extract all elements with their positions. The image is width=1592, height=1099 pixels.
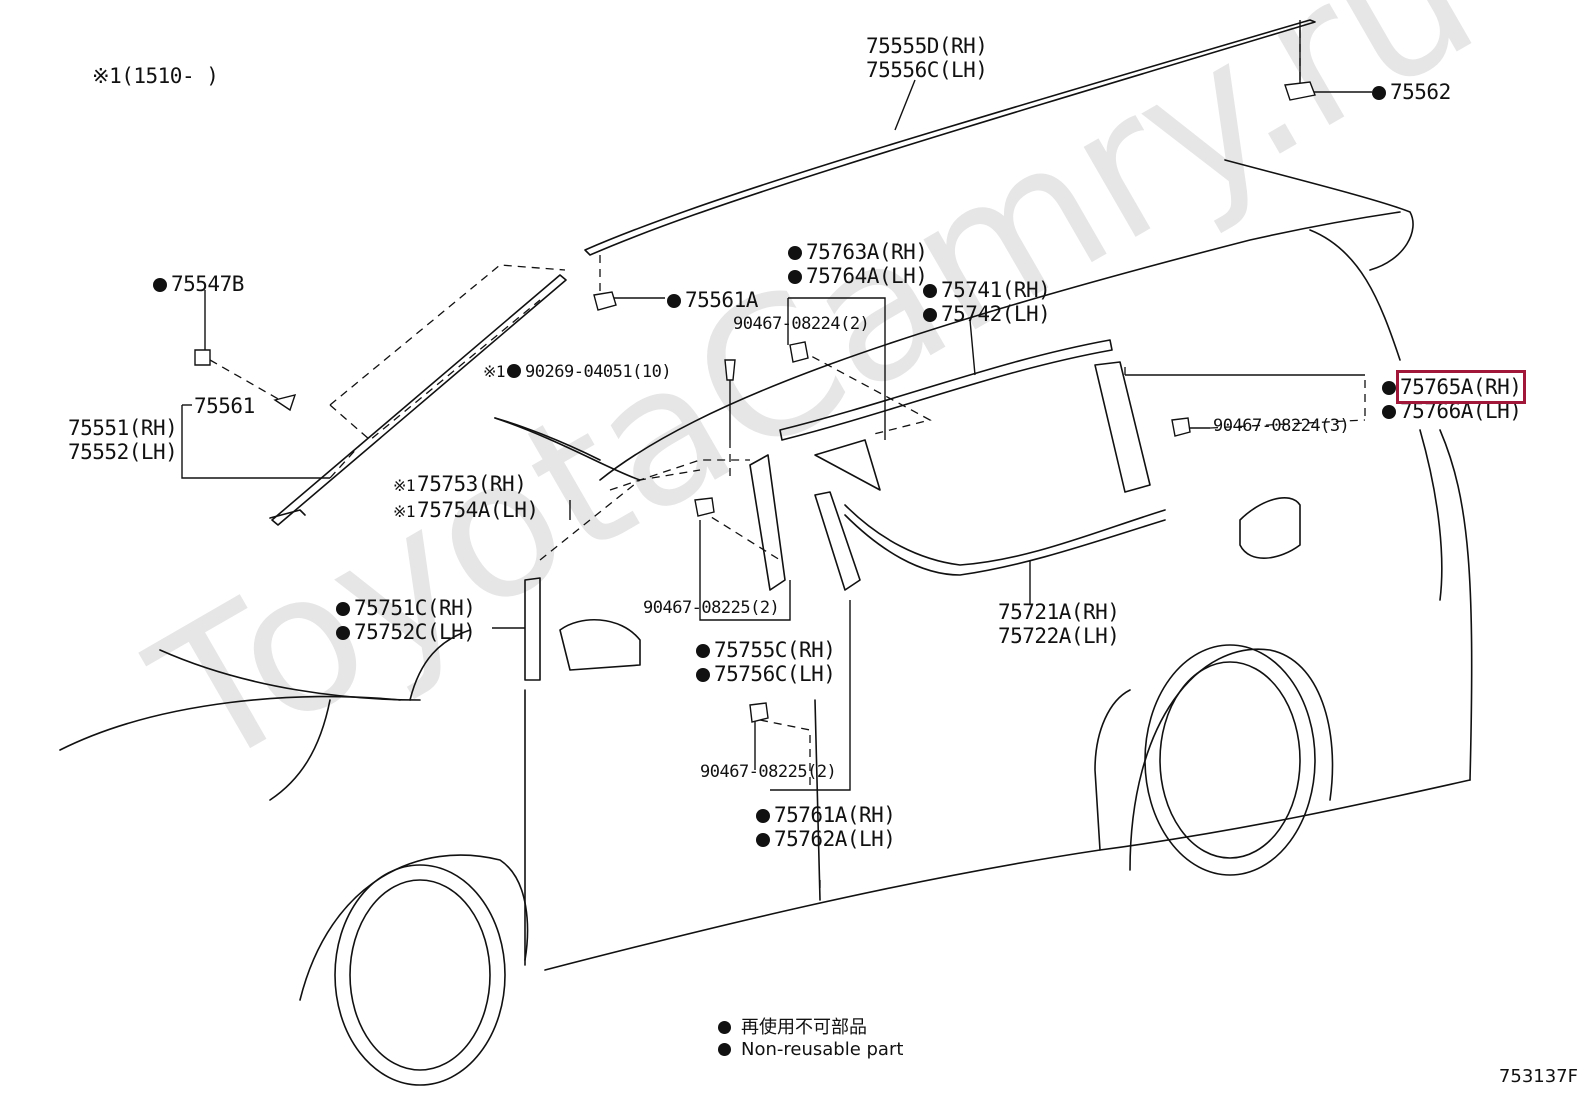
- non-reusable-dot-icon: [923, 284, 937, 298]
- part-label-75753[interactable]: ※175753(RH) ※175754A(LH): [393, 472, 539, 522]
- legend-jp: 再使用不可部品: [741, 1017, 867, 1038]
- non-reusable-dot-icon: [756, 809, 770, 823]
- highlight-callout-box: [1396, 370, 1526, 404]
- legend-en: Non-reusable part: [741, 1039, 904, 1060]
- part-label-75721[interactable]: 75721A(RH)75722A(LH): [998, 600, 1120, 648]
- part-label-75741[interactable]: 75741(RH) 75742(LH): [923, 278, 1051, 326]
- part-label-90467-08225-a[interactable]: 90467-08225(2): [643, 598, 780, 618]
- part-label-75562[interactable]: 75562: [1372, 80, 1451, 104]
- non-reusable-dot-icon: [718, 1043, 731, 1056]
- non-reusable-dot-icon: [718, 1021, 731, 1034]
- note-condition: ※1(1510- ): [92, 64, 219, 88]
- non-reusable-dot-icon: [696, 644, 710, 658]
- non-reusable-dot-icon: [153, 278, 167, 292]
- figure-id: 753137F: [1498, 1066, 1578, 1087]
- part-label-90467-08225-b[interactable]: 90467-08225(2): [700, 762, 837, 782]
- part-label-75555[interactable]: 75555D(RH)75556C(LH): [866, 34, 988, 82]
- part-label-75561a[interactable]: 75561A: [667, 288, 758, 312]
- non-reusable-dot-icon: [788, 246, 802, 260]
- legend: 再使用不可部品 Non-reusable part: [718, 1017, 903, 1061]
- non-reusable-dot-icon: [1382, 405, 1396, 419]
- part-label-75751[interactable]: 75751C(RH) 75752C(LH): [336, 596, 476, 644]
- non-reusable-dot-icon: [1382, 381, 1396, 395]
- non-reusable-dot-icon: [696, 668, 710, 682]
- non-reusable-dot-icon: [923, 308, 937, 322]
- part-label-75551[interactable]: 75551(RH)75552(LH): [68, 416, 178, 464]
- part-label-90467-08224-b[interactable]: 90467-08224(3): [1213, 416, 1350, 436]
- part-label-75763[interactable]: 75763A(RH) 75764A(LH): [788, 240, 928, 288]
- non-reusable-dot-icon: [756, 833, 770, 847]
- non-reusable-dot-icon: [667, 294, 681, 308]
- non-reusable-dot-icon: [507, 364, 522, 378]
- part-label-75547b[interactable]: 75547B: [153, 272, 244, 296]
- non-reusable-dot-icon: [788, 270, 802, 284]
- non-reusable-dot-icon: [1372, 86, 1386, 100]
- part-label-90467-08224-a[interactable]: 90467-08224(2): [733, 314, 870, 334]
- non-reusable-dot-icon: [336, 602, 350, 616]
- non-reusable-dot-icon: [336, 626, 350, 640]
- part-label-75755[interactable]: 75755C(RH) 75756C(LH): [696, 638, 836, 686]
- part-label-75561[interactable]: 75561: [194, 394, 255, 418]
- part-label-75761[interactable]: 75761A(RH) 75762A(LH): [756, 803, 896, 851]
